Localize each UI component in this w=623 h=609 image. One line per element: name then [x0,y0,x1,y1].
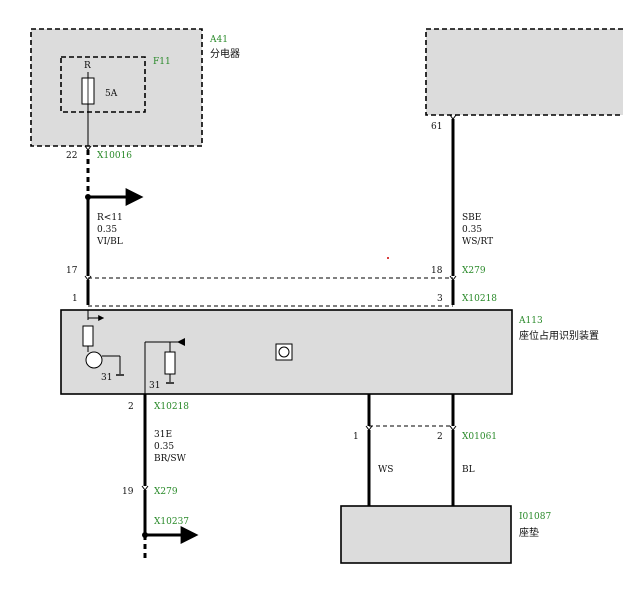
f11-rating: 5A [105,89,118,99]
a113-id: A113 [518,316,543,326]
pin-2-seat-mark [449,425,457,431]
i01087-name: 座垫 [519,526,539,539]
pin-2: 2 [128,402,134,412]
connector-x10237: X10237 [154,517,189,527]
pin-1: 1 [72,294,78,304]
left-upper-gauge: 0.35 [97,225,117,235]
connector-x10218-upper: X10218 [462,294,497,304]
f11-id: F11 [153,57,171,67]
f11-box [60,56,146,113]
pin-22: 22 [66,151,77,161]
internal-arrow-mid [177,338,185,346]
seat-left-color: WS [378,465,393,475]
a41-id: A41 [209,35,228,45]
sensor-icon-inner [278,346,290,358]
pin-19: 19 [122,487,134,497]
a113-resistor-mid [164,351,176,375]
connector-x279-upper: X279 [462,266,486,276]
pin-1-seat-mark [365,425,373,431]
pin-17: 17 [66,266,78,276]
pin-2-seat: 2 [437,432,443,442]
connector-x279-lower: X279 [154,487,178,497]
pin-31-mid: 31 [149,381,160,391]
pin-3: 3 [437,294,443,304]
connector-x10016: X10016 [97,151,132,161]
pin-31-left: 31 [101,373,112,383]
right-upper-color: WS/RT [462,237,493,247]
left-lower-gauge: 0.35 [154,442,174,452]
a113-box [60,309,513,395]
left-lower-color: BR/SW [154,454,187,464]
pin-61: 61 [431,122,442,132]
left-lower-signal: 31E [154,430,172,440]
pin-61-mark [449,114,457,120]
connector-x10218-lower: X10218 [154,402,189,412]
a113-name: 座位占用识别装置 [519,329,599,342]
a113-resistor-left [82,325,94,347]
sensor-icon [275,343,293,361]
left-upper-color: VI/BL [96,237,123,247]
red-dot [387,257,389,259]
right-upper-gauge: 0.35 [462,225,482,235]
i01087-id: I01087 [519,512,551,522]
left-upper-signal: R<11 [97,213,123,223]
seat-right-color: BL [462,465,475,475]
pin-1-seat: 1 [353,432,359,442]
a41-name: 分电器 [210,47,240,60]
i01087-box [340,505,512,564]
pin-19-mark [141,485,149,491]
pin-18: 18 [431,266,443,276]
right-upper-signal: SBE [462,213,481,223]
connector-x01061: X01061 [462,432,497,442]
f11-pin: R [84,61,91,71]
transistor-symbol [85,351,103,369]
top-right-box [425,28,623,116]
